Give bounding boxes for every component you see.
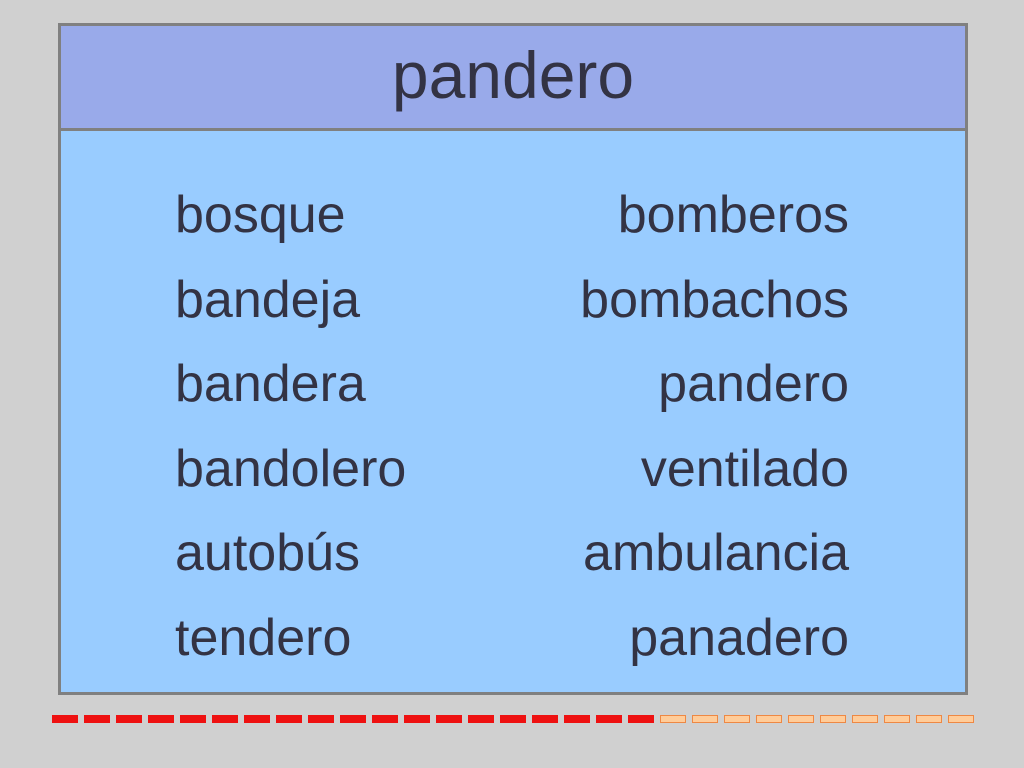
progress-segment-pending: [756, 715, 782, 723]
progress-segment-pending: [660, 715, 686, 723]
progress-segment-done: [180, 715, 206, 723]
progress-segment-done: [244, 715, 270, 723]
progress-segment-pending: [948, 715, 974, 723]
word-row: autobús ambulancia: [175, 511, 849, 596]
progress-segment-done: [532, 715, 558, 723]
card-header: pandero: [61, 26, 965, 131]
progress-segment-done: [596, 715, 622, 723]
word-card: pandero bosque bomberos bandeja bombacho…: [58, 23, 968, 695]
word-row: bandolero ventilado: [175, 427, 849, 512]
progress-segment-done: [404, 715, 430, 723]
word-option[interactable]: autobús: [175, 524, 361, 583]
progress-segment-pending: [820, 715, 846, 723]
progress-segment-done: [148, 715, 174, 723]
progress-segment-pending: [916, 715, 942, 723]
word-option[interactable]: panadero: [629, 608, 849, 667]
progress-segment-done: [52, 715, 78, 723]
word-option[interactable]: bosque: [175, 186, 346, 245]
progress-segment-pending: [788, 715, 814, 723]
word-option[interactable]: bandeja: [175, 270, 361, 329]
progress-segment-done: [372, 715, 398, 723]
progress-bar: [52, 715, 980, 723]
progress-segment-pending: [724, 715, 750, 723]
target-word-title: pandero: [391, 38, 635, 112]
word-option[interactable]: pandero: [658, 355, 849, 414]
word-row: bandeja bombachos: [175, 258, 849, 343]
progress-segment-done: [628, 715, 654, 723]
progress-segment-done: [116, 715, 142, 723]
word-option[interactable]: tendero: [175, 608, 352, 667]
progress-segment-done: [212, 715, 238, 723]
word-row: bandera pandero: [175, 342, 849, 427]
word-option[interactable]: bandera: [175, 355, 366, 414]
progress-segment-done: [468, 715, 494, 723]
progress-segment-done: [436, 715, 462, 723]
word-option[interactable]: bombachos: [580, 270, 849, 329]
progress-segment-pending: [884, 715, 910, 723]
progress-segment-done: [564, 715, 590, 723]
word-grid: bosque bomberos bandeja bombachos bander…: [175, 173, 849, 680]
word-option[interactable]: ventilado: [640, 439, 849, 498]
progress-segment-done: [500, 715, 526, 723]
word-row: tendero panadero: [175, 596, 849, 681]
progress-segment-done: [84, 715, 110, 723]
progress-segment-done: [276, 715, 302, 723]
progress-segment-pending: [852, 715, 878, 723]
word-row: bosque bomberos: [175, 173, 849, 258]
word-option[interactable]: bandolero: [175, 439, 407, 498]
word-option[interactable]: bomberos: [617, 186, 849, 245]
progress-segment-pending: [692, 715, 718, 723]
progress-segment-done: [308, 715, 334, 723]
word-option[interactable]: ambulancia: [583, 524, 849, 583]
progress-segment-done: [340, 715, 366, 723]
